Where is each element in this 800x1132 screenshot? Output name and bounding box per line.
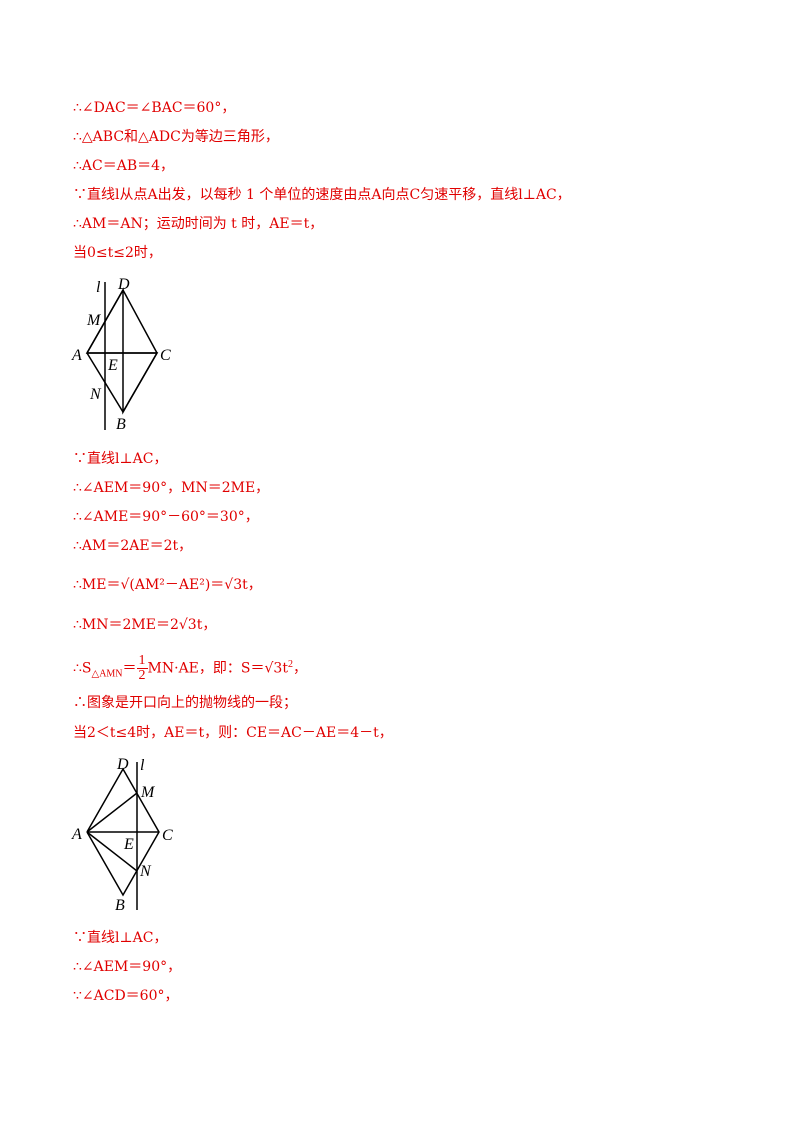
line-12: ∴MN＝2ME＝2√3t，	[73, 617, 217, 633]
fig2-label-A: A	[71, 826, 82, 843]
area-subscript: △AMN	[91, 668, 123, 680]
area-superscript: 2	[287, 659, 293, 670]
line-17: ∴∠AEM＝90°，	[73, 959, 182, 975]
line-15: 当2＜t≤4时，AE＝t，则：CE＝AC－AE＝4－t，	[73, 725, 393, 741]
line-3: ∴AC＝AB＝4，	[73, 158, 175, 174]
fig1-label-B: B	[116, 416, 126, 433]
line-5: ∴AM＝AN；运动时间为 t 时，AE＝t，	[73, 216, 324, 232]
fig2-label-B: B	[115, 897, 125, 914]
line-8: ∴∠AEM＝90°，MN＝2ME，	[73, 480, 270, 496]
fraction-numerator: 1	[136, 653, 148, 670]
fig2-label-C: C	[162, 827, 173, 844]
line-11: ∴ME＝√(AM²－AE²)＝√3t，	[73, 577, 262, 593]
fig2-label-E: E	[123, 836, 134, 853]
area-rest: MN·AE，即：S＝√3t	[147, 660, 288, 677]
line-18: ∵∠ACD＝60°，	[73, 988, 179, 1004]
fig1-label-A: A	[71, 347, 82, 364]
fig1-label-E: E	[107, 357, 118, 374]
area-equals: ＝	[122, 660, 137, 677]
fig2-label-D: D	[116, 756, 129, 773]
fig2-label-M: M	[140, 784, 156, 801]
figure-1: l D M A E C N B	[71, 276, 171, 433]
fraction-denominator: 2	[138, 668, 146, 684]
fig1-label-M: M	[86, 312, 102, 329]
line-14: ∴图象是开口向上的抛物线的一段；	[73, 695, 297, 711]
fig1-label-N: N	[89, 386, 102, 403]
fig1-label-D: D	[117, 276, 130, 293]
fig1-label-C: C	[160, 347, 171, 364]
fig2-label-N: N	[139, 863, 152, 880]
area-end: ，	[292, 660, 307, 677]
line-1: ∴∠DAC＝∠BAC＝60°，	[73, 100, 236, 116]
figure-2: D l M A C E N B	[71, 756, 173, 914]
line-2: ∴△ABC和△ADC为等边三角形，	[73, 129, 279, 145]
fig1-label-l: l	[96, 279, 101, 296]
line-9: ∴∠AME＝90°－60°＝30°，	[73, 509, 259, 525]
line-10: ∴AM＝2AE＝2t，	[73, 538, 193, 554]
fig2-label-l: l	[140, 757, 145, 774]
line-4: ∵直线l从点A出发，以每秒 1 个单位的速度由点A向点C匀速平移，直线l⊥AC，	[73, 187, 571, 203]
line-7: ∵直线l⊥AC，	[73, 451, 168, 467]
area-prefix: ∴S	[73, 660, 92, 677]
line-6: 当0≤t≤2时，	[73, 245, 162, 261]
line-16: ∵直线l⊥AC，	[73, 930, 168, 946]
